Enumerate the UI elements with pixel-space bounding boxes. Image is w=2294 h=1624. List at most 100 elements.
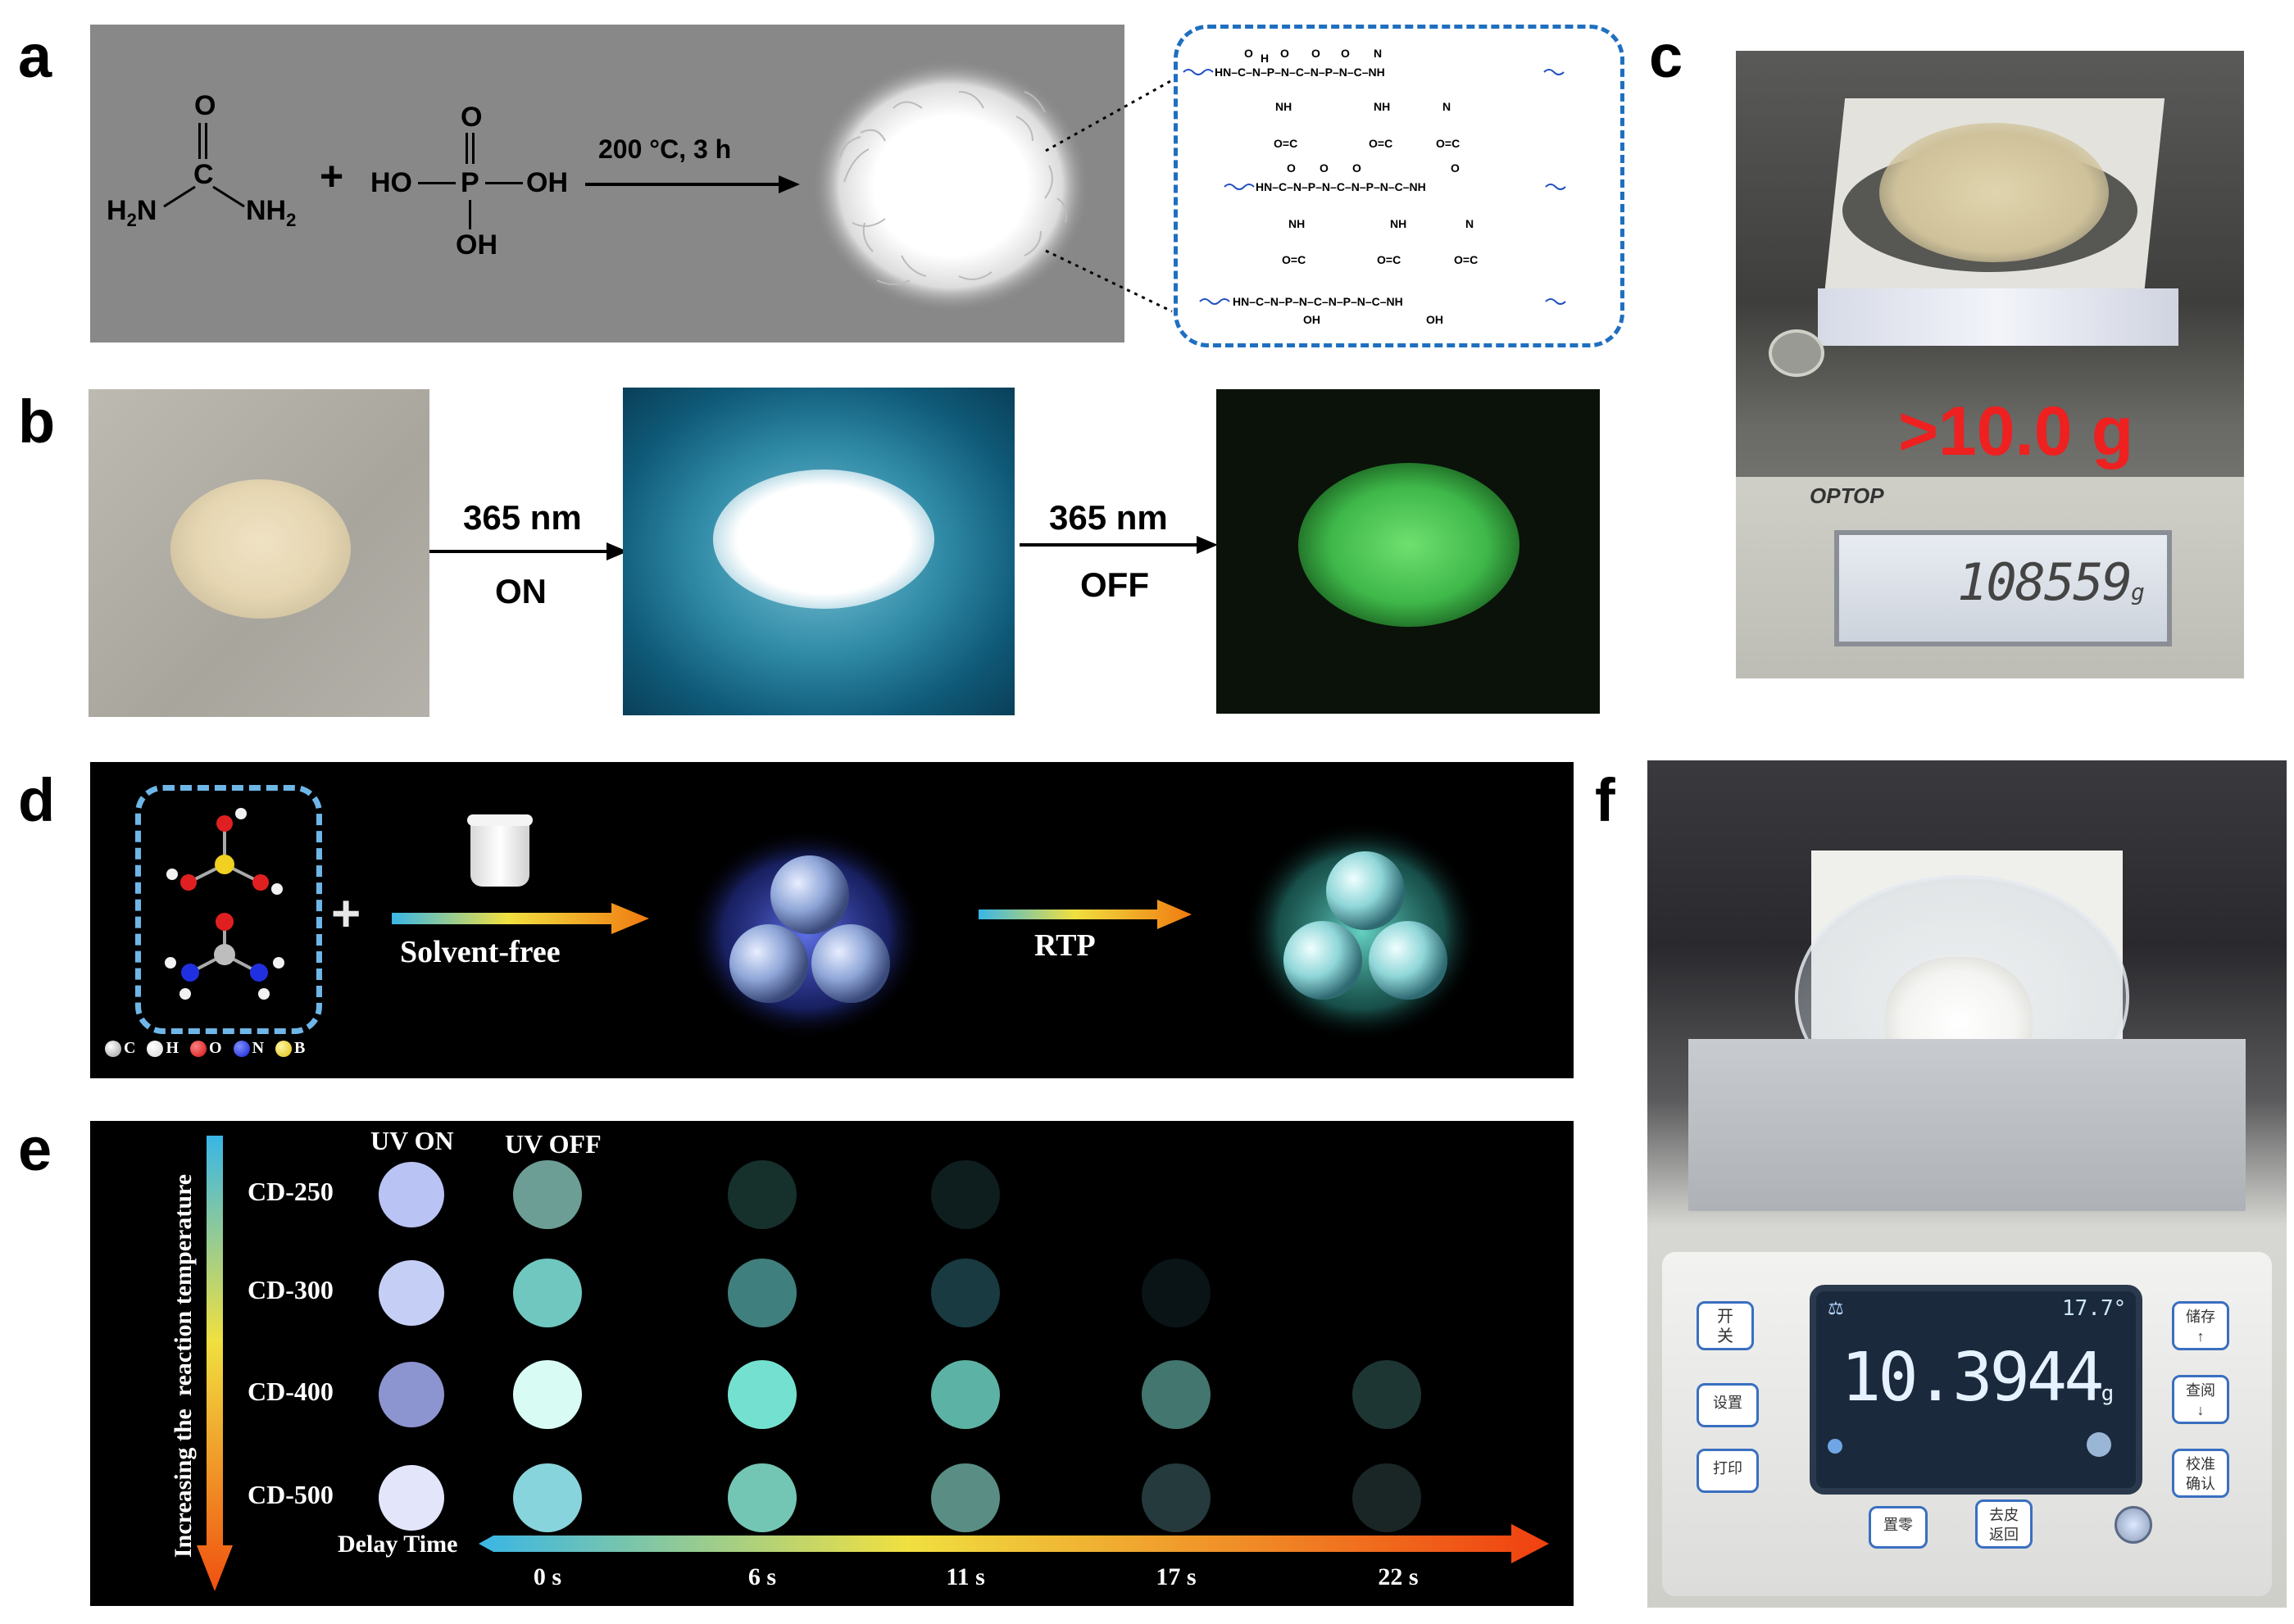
acid-ho-left: HO xyxy=(370,167,412,198)
uv-off-spot-cd-300-11s xyxy=(931,1259,1000,1327)
urea-right-amine: NH2 xyxy=(246,195,297,230)
balance-pan-glass xyxy=(1818,288,2178,346)
lcd-screen-f: ⚖ 17.7° 10.3944g xyxy=(1810,1285,2142,1495)
svg-text:O=C: O=C xyxy=(1436,137,1460,150)
svg-text:N: N xyxy=(1374,47,1382,60)
uv-on-spot-cd-500 xyxy=(379,1465,444,1531)
carbon-dots-blue xyxy=(687,828,924,1041)
uv-off-spot-cd-400-11s xyxy=(931,1360,1000,1429)
svg-text:OH: OH xyxy=(1303,313,1320,326)
temperature-axis-label: Increasing the reaction temperature xyxy=(170,1173,197,1558)
calibrate-button[interactable]: 校准 确认 xyxy=(2172,1449,2229,1498)
lcd-logo-icon xyxy=(2087,1432,2111,1457)
legend-label-oxygen: O xyxy=(209,1039,222,1057)
arrow-off-state: OFF xyxy=(1080,565,1149,604)
panel-label-a: a xyxy=(18,22,52,90)
urea-bonds xyxy=(163,185,245,208)
uv-off-spot-cd-300-6s xyxy=(728,1259,797,1327)
sample-label-cd-250: CD-250 xyxy=(248,1177,334,1206)
settings-button[interactable]: 设置 xyxy=(1697,1383,1759,1427)
svg-text:OH: OH xyxy=(1426,313,1443,326)
powder-photo-uv-on xyxy=(623,388,1015,715)
sample-label-cd-300: CD-300 xyxy=(248,1275,334,1304)
svg-text:O: O xyxy=(1451,161,1460,175)
reaction-arrow xyxy=(585,175,800,193)
powder-photo-uv-off xyxy=(1216,389,1600,714)
svg-text:HN–C–N–P–N–C–N–P–N–C–NH: HN–C–N–P–N–C–N–P–N–C–NH xyxy=(1233,295,1403,308)
uv-off-spot-cd-250-6s xyxy=(728,1160,797,1229)
temperature-readout: 17.7° xyxy=(2062,1296,2127,1321)
uv-off-spot-cd-300-17s xyxy=(1142,1259,1211,1327)
lcd-indicator-dot xyxy=(1828,1439,1842,1454)
arrow-off-wavelength: 365 nm xyxy=(1049,498,1168,537)
svg-text:O=C: O=C xyxy=(1454,253,1478,266)
level-bubble xyxy=(2115,1506,2152,1544)
time-tick-6s: 6 s xyxy=(747,1563,777,1590)
arrow-solvent-free xyxy=(392,903,649,934)
precursor-molecules xyxy=(165,808,284,1000)
zoom-connector-lines xyxy=(1045,79,1173,313)
uv-off-spot-cd-400-6s xyxy=(728,1360,797,1429)
time-tick-0s: 0 s xyxy=(533,1563,562,1590)
print-button[interactable]: 打印 xyxy=(1697,1449,1759,1493)
scale-icon: ⚖ xyxy=(1828,1298,1844,1318)
panel-label-b: b xyxy=(18,388,56,456)
arrow-off xyxy=(1020,536,1218,554)
powder-pile xyxy=(170,479,351,619)
svg-text:NH: NH xyxy=(1275,100,1292,113)
plus-sign: + xyxy=(320,153,344,199)
delay-time-arrow xyxy=(479,1524,1549,1563)
balance-platform xyxy=(1688,1039,2246,1211)
column-uv-off: UV OFF xyxy=(505,1129,602,1159)
mass-readout-value: 10.3944 xyxy=(1841,1339,2105,1417)
step-solvent-free: Solvent-free xyxy=(400,935,561,969)
legend-label-boron: B xyxy=(294,1039,306,1057)
balance-reading-value: 108559 xyxy=(1957,552,2133,612)
left-button-column: 开 关 设置 打印 xyxy=(1697,1301,1762,1531)
uv-off-spot-cd-500-6s xyxy=(728,1463,797,1532)
uv-on-spot-cd-300 xyxy=(379,1260,444,1326)
uv-off-spot-cd-300-0s xyxy=(513,1259,582,1327)
legend-label-carbon: C xyxy=(124,1039,136,1057)
crucible-lid xyxy=(467,814,533,826)
arrow-on-state: ON xyxy=(495,572,547,610)
uv-off-spot-cd-250-0s xyxy=(513,1160,582,1229)
panel-label-f: f xyxy=(1595,766,1615,834)
acid-double-bond-2 xyxy=(472,133,475,164)
svg-text:H: H xyxy=(1261,52,1269,65)
acid-left-bond xyxy=(418,182,456,184)
time-tick-22s: 22 s xyxy=(1378,1563,1419,1590)
uv-on-spot-cd-400 xyxy=(379,1362,444,1427)
balance-reading-unit: g xyxy=(2130,578,2145,606)
uv-off-spot-cd-500-17s xyxy=(1142,1463,1211,1532)
svg-text:NH: NH xyxy=(1390,217,1406,230)
balance-reading: 108559g xyxy=(1957,552,2145,612)
svg-text:O=C: O=C xyxy=(1282,253,1306,266)
urea-double-bond-2 xyxy=(205,123,207,159)
carbon-dots-cyan xyxy=(1242,821,1480,1042)
zero-button[interactable]: 置零 xyxy=(1869,1506,1928,1549)
store-up-button[interactable]: 储存 ↑ xyxy=(2172,1301,2229,1350)
uv-off-spot-cd-500-0s xyxy=(513,1463,582,1532)
svg-text:O: O xyxy=(1341,47,1350,60)
balance-photo-f: 开 关 设置 打印 ⚖ 17.7° 10.3944g 储存 ↑ 查阅 ↓ 校准 … xyxy=(1647,760,2287,1608)
urea-double-bond xyxy=(198,123,201,159)
urea-left-amine: H2N xyxy=(107,195,157,230)
crucible-icon xyxy=(470,821,529,887)
recall-down-button[interactable]: 查阅 ↓ xyxy=(2172,1375,2229,1424)
arrow-on-wavelength: 365 nm xyxy=(463,498,582,537)
delay-time-label: Delay Time xyxy=(338,1531,458,1558)
svg-text:O: O xyxy=(1320,161,1329,175)
power-button[interactable]: 开 关 xyxy=(1697,1301,1754,1350)
acid-phosphorus: P xyxy=(461,167,479,198)
uv-on-spot-cd-250 xyxy=(379,1162,444,1227)
sample-pile xyxy=(1879,123,2109,262)
time-tick-11s: 11 s xyxy=(946,1563,985,1590)
svg-text:O=C: O=C xyxy=(1377,253,1401,266)
polymer-structure-box xyxy=(1174,25,1624,347)
time-tick-17s: 17 s xyxy=(1156,1563,1197,1590)
svg-text:NH: NH xyxy=(1288,217,1305,230)
tare-button[interactable]: 去皮 返回 xyxy=(1975,1499,2033,1549)
svg-text:HN–C–N–P–N–C–N–P–N–C–NH: HN–C–N–P–N–C–N–P–N–C–NH xyxy=(1215,66,1385,79)
